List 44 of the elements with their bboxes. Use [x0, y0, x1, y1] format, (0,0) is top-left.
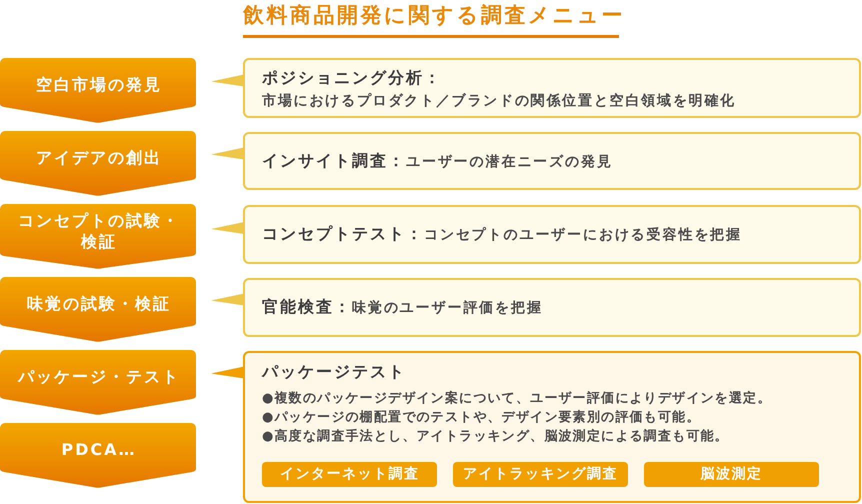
down-arrow — [0, 102, 196, 123]
callout-pointer — [211, 366, 244, 378]
method-tag: アイトラッキング調査 — [453, 462, 628, 487]
method-title: パッケージテスト — [262, 361, 406, 383]
step-box — [0, 277, 196, 322]
down-arrow — [0, 394, 196, 415]
method-tag: 脳波測定 — [644, 462, 819, 487]
step-label: コンセプトの試験・検証 — [17, 210, 181, 252]
step-box — [0, 350, 196, 395]
step-box — [0, 423, 196, 468]
step-label: 味覚の試験・検証 — [26, 292, 171, 314]
method-description: 味覚のユーザー評価を把握 — [352, 298, 543, 318]
method-title: コンセプトテスト： — [262, 223, 424, 245]
down-arrow — [0, 322, 196, 342]
step-box — [0, 204, 196, 252]
step-label: アイデアの創出 — [35, 146, 162, 168]
method-card — [243, 351, 861, 503]
method-title: ポジショニング分析： — [262, 67, 442, 89]
down-arrow — [0, 252, 196, 269]
method-title: インサイト調査： — [262, 150, 406, 172]
bullet-text: ●高度な調査手法とし、アイトラッキング、脳波測定による調査も可能。 — [262, 428, 729, 446]
step-box — [0, 131, 196, 176]
down-arrow — [0, 176, 196, 196]
method-card — [243, 132, 861, 190]
method-tag: インターネット調査 — [262, 462, 437, 487]
method-card — [243, 205, 861, 264]
callout-pointer — [211, 148, 244, 160]
method-card — [243, 278, 861, 337]
method-description: 市場におけるプロダクト／ブランドの関係位置と空白領域を明確化 — [262, 92, 736, 111]
method-card — [243, 58, 861, 118]
callout-pointer — [211, 222, 244, 234]
step-label: 空白市場の発見 — [35, 74, 162, 96]
step-label: パッケージ・テスト — [16, 366, 180, 388]
bullet-text: ●パッケージの棚配置でのテストや、デザイン要素別の評価も可能。 — [262, 408, 701, 427]
down-arrow — [0, 468, 196, 488]
page-title: 飲料商品開発に関する調査メニュー — [243, 2, 625, 29]
bullet-text: ●複数のパッケージデザイン案について、ユーザー評価によりデザインを選定。 — [262, 390, 772, 408]
method-description: コンセプトのユーザーにおける受容性を把握 — [424, 226, 742, 245]
step-box — [0, 58, 196, 103]
method-description: ユーザーの潜在ニーズの発見 — [406, 152, 613, 172]
method-title: 官能検査： — [262, 296, 352, 318]
callout-pointer — [211, 294, 244, 306]
callout-pointer — [211, 74, 244, 86]
step-label: PDCA… — [60, 438, 137, 460]
